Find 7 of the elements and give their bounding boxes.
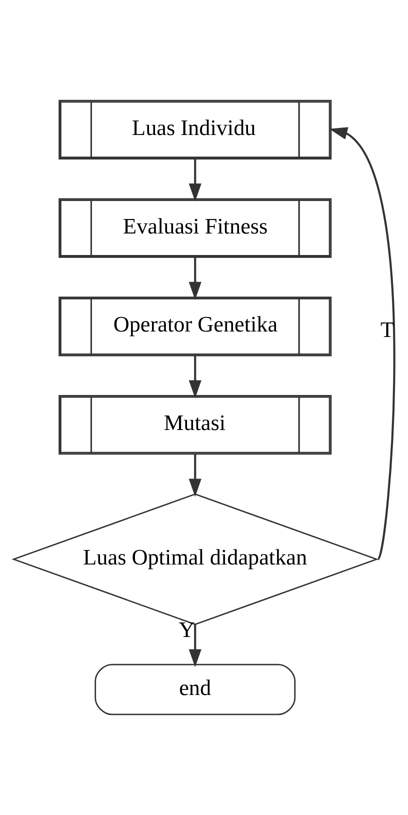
- arrow: [188, 624, 202, 668]
- arrow: [329, 127, 396, 560]
- arrow: [188, 454, 202, 497]
- arrow: [188, 258, 202, 300]
- node-box: end: [94, 664, 296, 716]
- arrow: [188, 159, 202, 202]
- arrow: [188, 356, 202, 398]
